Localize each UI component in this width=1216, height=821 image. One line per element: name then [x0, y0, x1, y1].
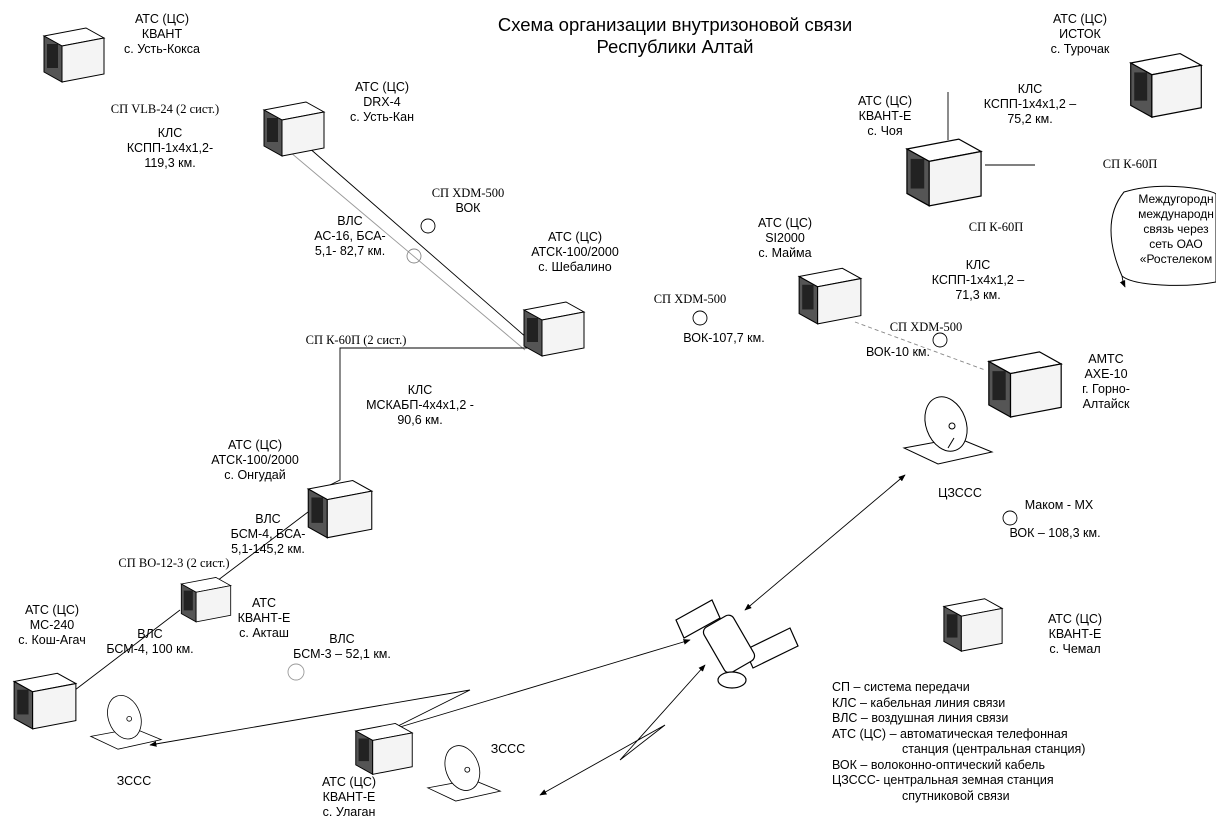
legend-item: спутниковой связи [902, 788, 1010, 803]
label-ongudai: АТС (ЦС) АТСК-100/2000 с. Онгудай [211, 438, 299, 482]
server-icon-koksa [42, 27, 106, 83]
dish-icon-ulagan [426, 745, 502, 802]
label-czsss: ЦЗССС [938, 486, 982, 500]
label-xdm-mid: СП XDM-500 [653, 292, 727, 306]
xdm-coupler-top2 [406, 248, 422, 264]
legend-item: ВОК – волоконно-оптический кабель [832, 757, 1045, 772]
label-k60-2: СП К-60П (2 сист.) [305, 333, 407, 347]
line-ongudai-aktash [204, 511, 309, 591]
label-kls-koksa: КЛС КСПП-1х4х1,2- 119,3 км. [126, 126, 214, 170]
label-vls-ongudai: ВЛС БСМ-4, БСА- 5,1-145,2 км. [230, 512, 306, 556]
label-xdm-mayma: СП XDM-500 [889, 320, 963, 334]
label-makom: Маком - МХ [1024, 498, 1094, 512]
server-icon-mayma [797, 267, 863, 325]
label-xdm-top: СП XDM-500 ВОК [431, 186, 505, 215]
label-kvant-choya: АТС (ЦС) КВАНТ-Е с. Чоя [857, 94, 913, 138]
label-amts: АМТС АХЕ-10 г. Горно- Алтайск [1082, 352, 1130, 411]
line-sat-ulagan [539, 664, 706, 796]
label-ulagan: АТС (ЦС) КВАНТ-Е с. Улаган [321, 775, 377, 819]
legend-item: ВЛС – воздушная линия связи [832, 711, 1009, 725]
legend-item: ЦЗССС- центральная земная станция [832, 773, 1054, 787]
label-vok-mid: ВОК-107,7 км. [683, 331, 765, 345]
legend-item: АТС (ЦС) – автоматическая телефонная [832, 726, 1068, 741]
dish-icon-kosh [89, 695, 163, 750]
vls-coupler-ulagan [287, 663, 305, 681]
line-kan-shebalino-2 [289, 151, 526, 351]
rostelecom-note: Междугородн международн связь через сеть… [1138, 192, 1214, 266]
label-vls-ulagan: ВЛС БСМ-3 – 52,1 км. [293, 632, 391, 661]
server-icon-chemal [942, 598, 1004, 652]
label-kls-istok: КЛС КСПП-1х4х1,2 – 75,2 км. [983, 82, 1077, 126]
server-icon-kan [262, 101, 326, 157]
server-icon-aktash [180, 576, 232, 623]
label-kosh-agach: АТС (ЦС) МС-240 с. Кош-Агач [18, 603, 86, 647]
server-icon-amts [987, 351, 1063, 418]
legend: СП – система передачи КЛС – кабельная ли… [832, 680, 1085, 804]
label-mayma: АТС (ЦС) SI2000 с. Майма [757, 216, 813, 260]
server-icon-ulagan [354, 722, 414, 776]
legend-item: СП – система передачи [832, 680, 970, 694]
label-vo12: СП ВО-12-3 (2 сист.) [118, 556, 230, 570]
server-icon-shebalino [522, 301, 586, 357]
server-icon-istok [1129, 52, 1203, 119]
legend-item: КЛС – кабельная линия связи [832, 695, 1006, 710]
note-cloud-shape [1110, 185, 1216, 286]
label-drx-kan: АТС (ЦС) DRX-4 с. Усть-Кан [349, 80, 415, 124]
legend-item: станция (центральная станция) [902, 742, 1086, 756]
xdm-coupler-top [420, 218, 436, 234]
diagram-title: Схема организации внутризоновой связи Ре… [497, 14, 853, 57]
server-icon-kosh [12, 672, 78, 730]
server-icon-choya [905, 138, 983, 207]
label-vok-mayma: ВОК-10 км. [865, 345, 930, 359]
line-kan-shebalino [299, 139, 536, 346]
label-vok-makom: ВОК – 108,3 км. [1009, 526, 1101, 540]
label-k60-choya: СП К-60П [968, 220, 1024, 234]
xdm-coupler-mayma [932, 332, 948, 348]
label-vls-kan: ВЛС АС-16, БСА- 5,1- 82,7 км. [314, 214, 386, 258]
xdm-coupler-mid [692, 310, 708, 326]
label-zsss-ulagan: ЗССС [490, 742, 526, 756]
label-aktash: АТС КВАНТ-Е с. Акташ [237, 596, 291, 640]
label-kls-shebalino: КЛС МСКАБП-4х4х1,2 - 90,6 км. [366, 383, 474, 427]
label-kls-mayma: КЛС КСПП-1х4х1,2 – 71,3 км. [931, 258, 1025, 302]
dish-icon-central [902, 396, 994, 465]
label-k60-right: СП К-60П [1102, 157, 1158, 171]
label-zsss-kosh: ЗССС [116, 774, 152, 788]
label-shebalino: АТС (ЦС) АТСК-100/2000 с. Шебалино [531, 230, 619, 274]
line-sat-cz [744, 474, 906, 611]
label-kvant-koksa: АТС (ЦС) КВАНТ с. Усть-Кокса [124, 12, 200, 56]
label-istok: АТС (ЦС) ИСТОК с. Турочак [1050, 12, 1110, 56]
label-vls-kosh: ВЛС БСМ-4, 100 км. [106, 627, 194, 656]
makom-coupler [1002, 510, 1018, 526]
label-vlb: СП VLB-24 (2 сист.) [110, 102, 220, 116]
satellite-icon [675, 599, 799, 689]
line-sat-kosh [149, 639, 691, 747]
line-mayma-amts [854, 321, 986, 371]
label-chemal: АТС (ЦС) КВАНТ-Е с. Чемал [1047, 612, 1103, 656]
line-aktash-kosh [74, 609, 181, 691]
server-icon-ongudai [306, 479, 374, 539]
